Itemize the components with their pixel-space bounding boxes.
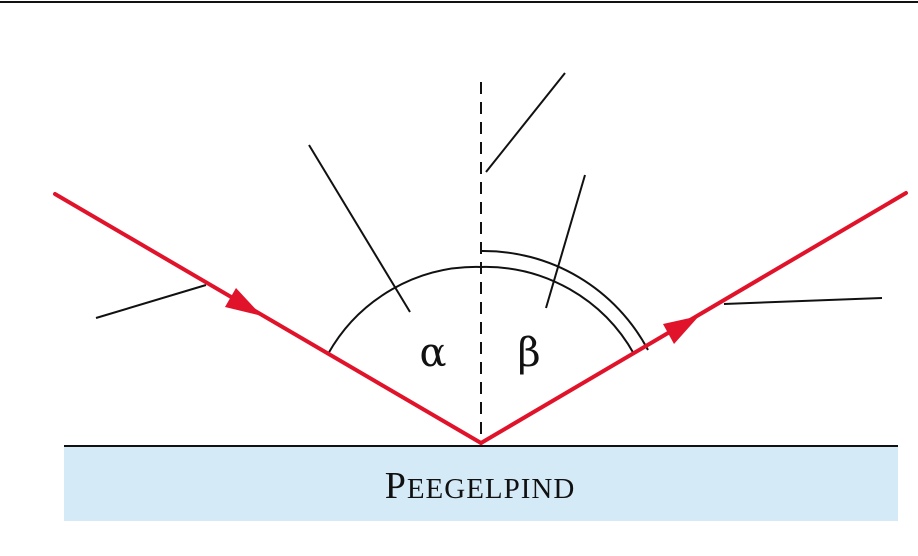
leader-line-incidence-angle — [308, 144, 411, 313]
incidence-angle-symbol: α — [419, 330, 446, 376]
incidence-angle-arc — [327, 265, 482, 355]
incident-ray — [53, 192, 483, 445]
mirror-surface-label: PEEGELPIND — [385, 465, 576, 507]
arrowhead-right-down-icon — [225, 288, 262, 316]
reflection-angle-symbol: β — [517, 330, 540, 376]
leader-line-incident-ray — [95, 284, 207, 319]
leader-line-normal — [485, 72, 566, 173]
leader-line-reflected-ray — [723, 297, 883, 305]
mirror-surface — [64, 446, 898, 521]
leader-line-reflection-angle — [545, 174, 586, 309]
reflection-angle-arc-inner — [480, 265, 635, 355]
arrowhead-right-up-icon — [663, 316, 699, 344]
reflection-angle-arc-outer — [480, 249, 649, 351]
